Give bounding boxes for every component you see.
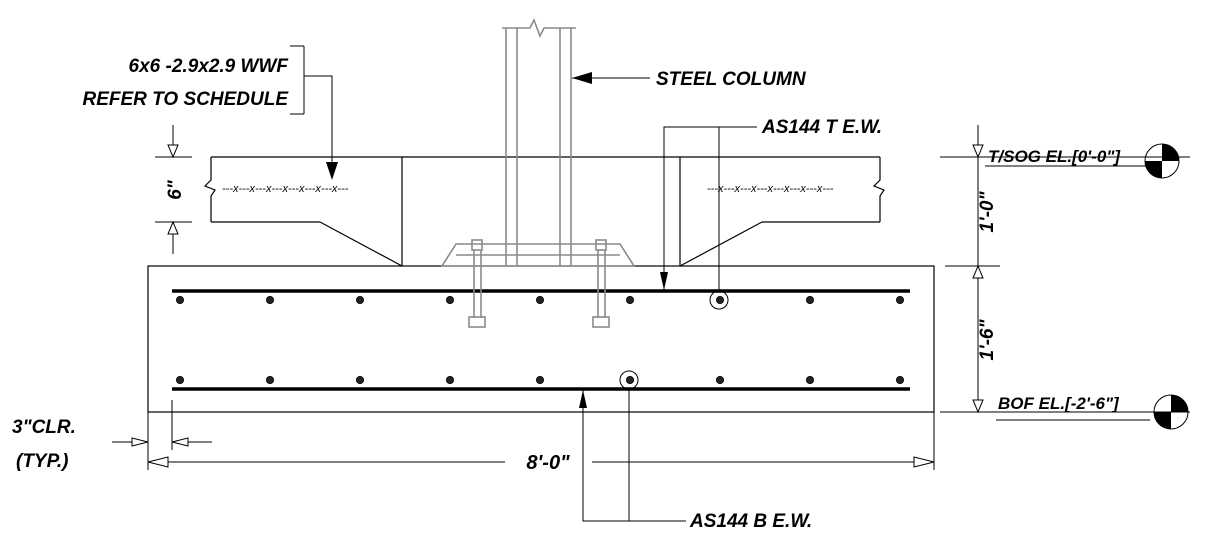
clear-cover-dimension bbox=[112, 400, 212, 450]
bottom-rebar-dot bbox=[626, 375, 635, 384]
top-rebar-dot bbox=[445, 295, 454, 304]
bottom-rebar-dot bbox=[355, 375, 364, 384]
top-of-slab-elevation-marker bbox=[985, 143, 1180, 179]
bottom-of-footing-elevation-marker bbox=[996, 394, 1189, 430]
bottom-rebar-dot bbox=[536, 375, 545, 384]
footing-width-label: 8'-0" bbox=[526, 452, 570, 474]
bottom-rebar-dot bbox=[175, 375, 184, 384]
bottom-rebar-dot bbox=[265, 375, 274, 384]
slab-left bbox=[203, 156, 403, 267]
right-dimensions bbox=[940, 125, 1190, 414]
steel-column-callout bbox=[572, 72, 650, 84]
top-rebar-dot bbox=[355, 295, 364, 304]
top-rebar-dot bbox=[536, 295, 545, 304]
top-of-slab-elevation-label: T/SOG EL.[0'-0"] bbox=[988, 147, 1121, 166]
wwf-pattern-left: ---x---x---x---x---x---x---x--- bbox=[222, 183, 349, 195]
slab-right bbox=[679, 156, 885, 267]
top-rebar-dot bbox=[896, 295, 905, 304]
wwf-label-line2: REFER TO SCHEDULE bbox=[82, 89, 289, 110]
bottom-rebar-dot bbox=[896, 375, 905, 384]
steel-column bbox=[440, 18, 636, 328]
slab-to-footing-label: 1'-0" bbox=[977, 191, 998, 233]
wwf-pattern-right: ---x---x---x---x---x---x---x--- bbox=[707, 183, 834, 195]
bottom-rebar-dots bbox=[175, 375, 905, 384]
top-rebar-dot bbox=[265, 295, 274, 304]
clear-cover-label-line1: 3"CLR. bbox=[12, 417, 76, 438]
footing-depth-label: 1'-6" bbox=[977, 319, 998, 361]
bottom-bar-callout bbox=[579, 389, 686, 522]
wwf-label-line1: 6x6 -2.9x2.9 WWF bbox=[129, 56, 290, 77]
top-bar-callout bbox=[660, 126, 757, 291]
bottom-rebar-dot bbox=[716, 375, 725, 384]
footing-width-dimension bbox=[147, 412, 935, 470]
clear-cover-label-line2: (TYP.) bbox=[16, 451, 68, 472]
bottom-rebar-dot bbox=[806, 375, 815, 384]
top-rebar-dot bbox=[716, 295, 725, 304]
bottom-rebar-dot bbox=[445, 375, 454, 384]
top-rebar-dot bbox=[806, 295, 815, 304]
slab-thickness-dimension bbox=[155, 125, 192, 254]
wwf-callout bbox=[290, 45, 338, 180]
bottom-of-footing-elevation-label: BOF EL.[-2'-6"] bbox=[998, 394, 1120, 413]
slab-thickness-label: 6" bbox=[165, 179, 186, 200]
top-rebar-dot bbox=[175, 295, 184, 304]
top-rebar-dots bbox=[175, 295, 905, 304]
top-rebar-dot bbox=[626, 295, 635, 304]
top-bars-label: AS144 T E.W. bbox=[761, 117, 882, 138]
steel-column-label: STEEL COLUMN bbox=[656, 69, 807, 90]
bottom-bars-label: AS144 B E.W. bbox=[689, 511, 812, 532]
